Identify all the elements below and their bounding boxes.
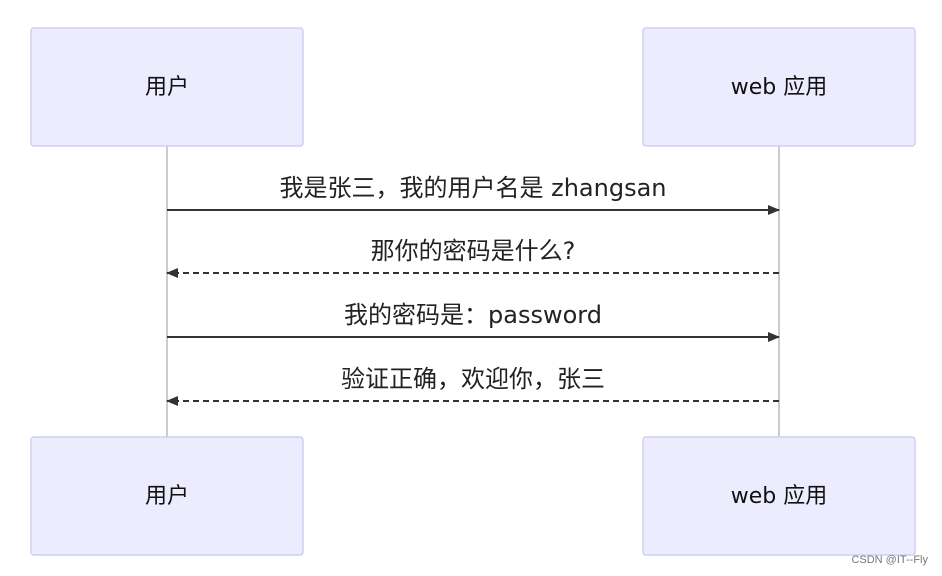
message-3: 我的密码是：password bbox=[167, 301, 780, 342]
actor-web-top-label: web 应用 bbox=[731, 75, 828, 100]
message-4: 验证正确，欢迎你，张三 bbox=[166, 365, 779, 406]
message-1-label: 我是张三，我的用户名是 zhangsan bbox=[279, 174, 666, 202]
message-4-label: 验证正确，欢迎你，张三 bbox=[341, 365, 605, 393]
message-2: 那你的密码是什么? bbox=[166, 237, 779, 278]
actor-web-bottom-label: web 应用 bbox=[731, 484, 828, 509]
actor-web-bottom: web 应用 bbox=[642, 436, 916, 556]
watermark-text: CSDN @IT--Fly bbox=[851, 554, 928, 566]
actor-web-top: web 应用 bbox=[642, 27, 916, 147]
message-2-label: 那你的密码是什么? bbox=[371, 237, 576, 265]
actor-user-bottom-label: 用户 bbox=[145, 484, 189, 509]
actor-user-top-label: 用户 bbox=[145, 75, 189, 100]
actor-user-bottom: 用户 bbox=[30, 436, 304, 556]
message-1: 我是张三，我的用户名是 zhangsan bbox=[167, 174, 780, 215]
actor-user-top: 用户 bbox=[30, 27, 304, 147]
message-3-label: 我的密码是：password bbox=[344, 301, 602, 329]
